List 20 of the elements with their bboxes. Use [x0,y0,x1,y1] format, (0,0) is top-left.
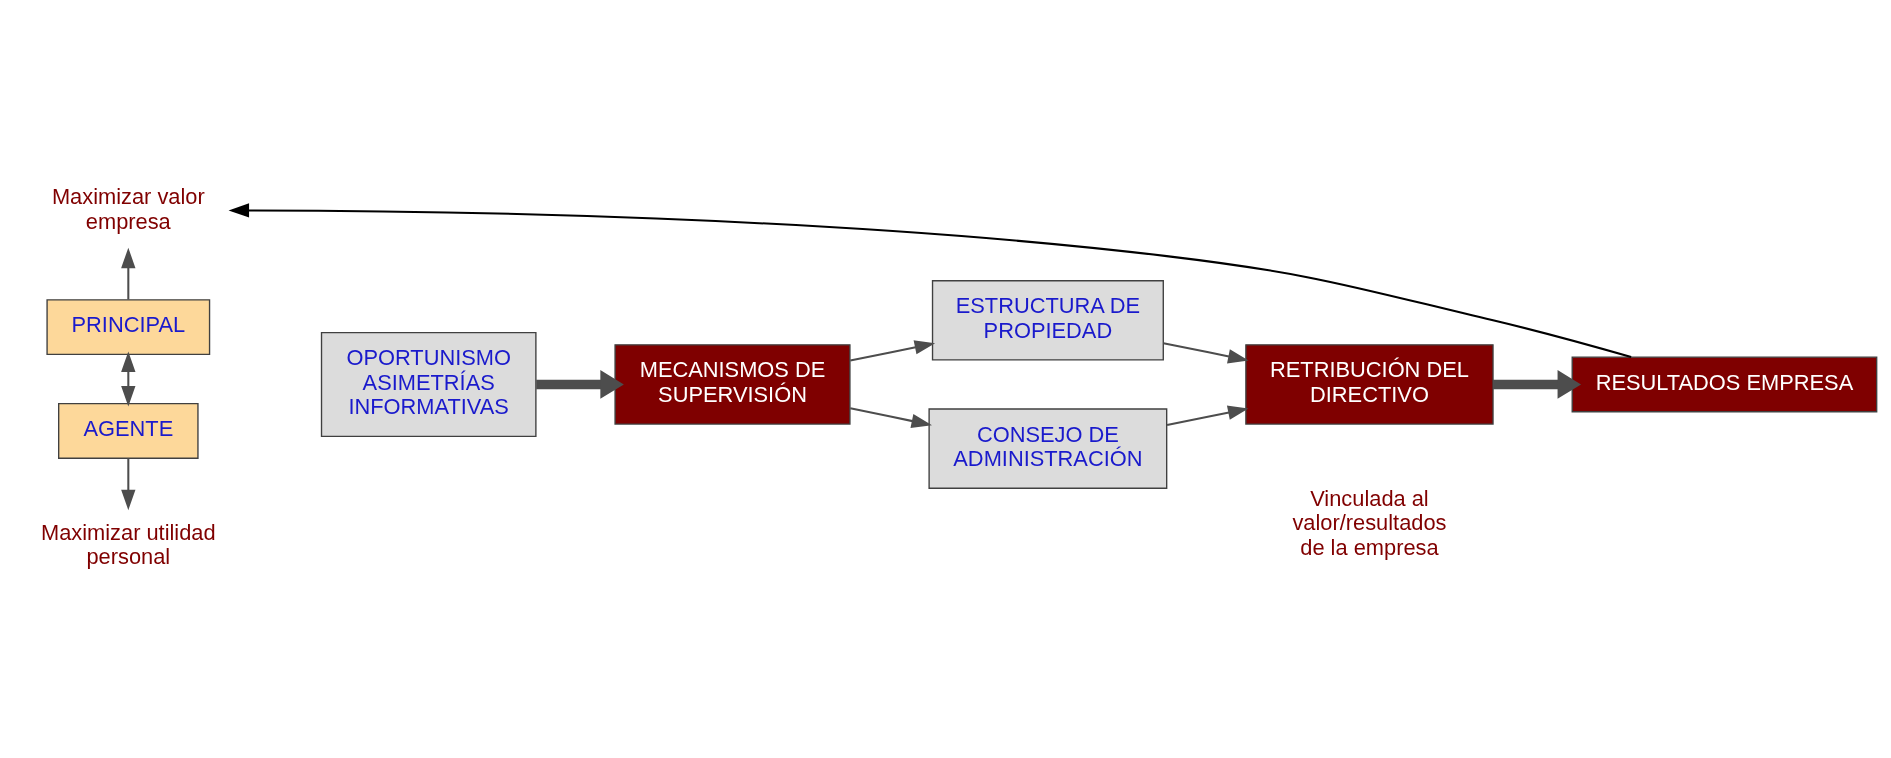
node-box: CONSEJO DE ADMINISTRACIÓN [928,408,1168,489]
arrow [121,351,136,407]
node-box: PRINCIPAL [46,299,211,356]
arrow [121,247,136,300]
node-box: RETRIBUCIÓN DEL DIRECTIVO [1245,344,1494,425]
arrow [536,370,624,399]
arrow [850,340,936,362]
arrow [1166,405,1249,426]
node-box: AGENTE [58,402,199,459]
node-text: Maximizar valor empresa [51,183,205,234]
node-box: OPORTUNISMO ASIMETRÍAS INFORMATIVAS [320,331,537,438]
node-box: MECANISMOS DE SUPERVISIÓN [614,344,851,425]
arrow [1163,342,1249,364]
node-label: Vinculada al valor/resultados de la empresa [1292,485,1447,560]
node-box: ESTRUCTURA DE PROPIEDAD [931,280,1164,361]
arrow [121,458,136,511]
arrow [850,407,932,429]
node-text: Maximizar utilidad personal [40,519,216,570]
arrow [1493,370,1582,399]
node-box: RESULTADOS EMPRESA [1571,356,1878,413]
